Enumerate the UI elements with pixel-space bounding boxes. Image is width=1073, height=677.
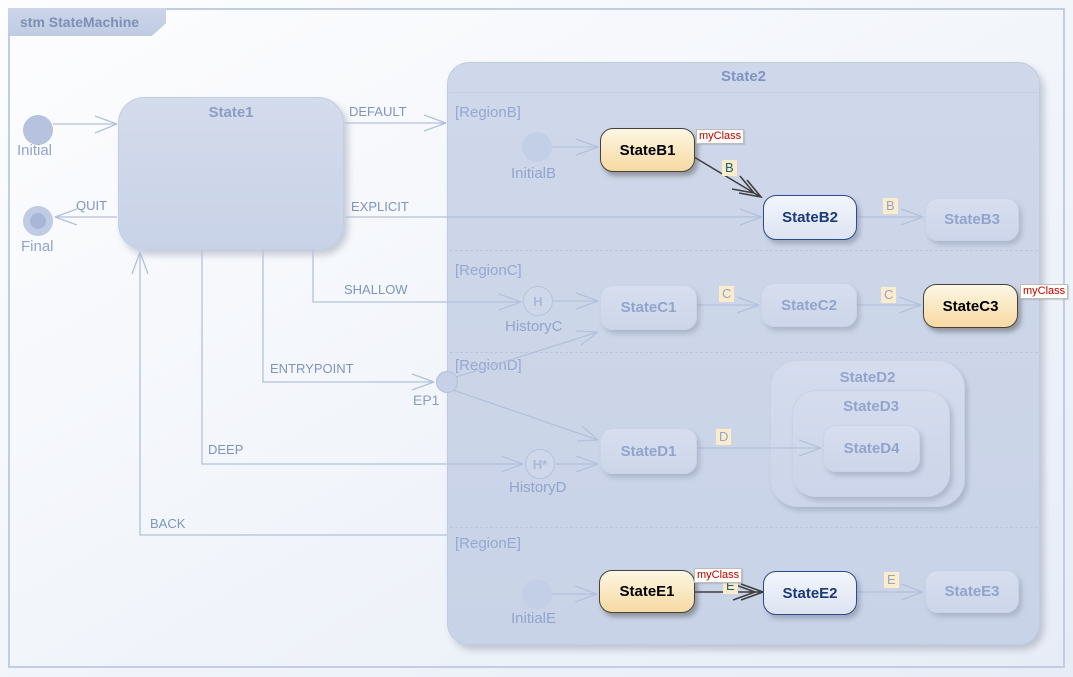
historyd-glyph: H* xyxy=(532,456,548,472)
transition-label-explicit[interactable]: EXPLICIT xyxy=(351,199,409,214)
state-c1[interactable]: StateC1 xyxy=(600,285,697,330)
diagram-frame xyxy=(8,8,1065,668)
state-b3-label: StateB3 xyxy=(944,211,1000,228)
historyd-node-label: HistoryD xyxy=(509,479,567,496)
initialb-node[interactable] xyxy=(522,132,552,162)
historyc-glyph: H xyxy=(533,293,543,309)
entrypoint-ep1-node[interactable] xyxy=(436,371,458,393)
region-label-d: [RegionD] xyxy=(455,357,522,374)
state-d1[interactable]: StateD1 xyxy=(600,428,697,474)
region-label-e: [RegionE] xyxy=(455,535,521,552)
state-e1[interactable]: StateE1 xyxy=(599,570,695,613)
state-e2[interactable]: StateE2 xyxy=(763,571,857,615)
stereotype-label-e1: myClass xyxy=(694,568,743,583)
state-d1-label: StateD1 xyxy=(620,442,677,460)
region-divider-c-d xyxy=(450,352,1038,353)
diagram-frame-tab: stm StateMachine xyxy=(8,8,166,36)
state-b1[interactable]: StateB1 xyxy=(600,128,695,172)
initial-node-label: Initial xyxy=(17,142,53,159)
state-b3[interactable]: StateB3 xyxy=(925,198,1019,241)
state-e2-label: StateE2 xyxy=(782,584,838,602)
state-b2-label: StateB2 xyxy=(782,209,838,226)
initiale-node-label: InitialE xyxy=(511,610,557,627)
state-b1-label: StateB1 xyxy=(619,141,676,159)
state-c2-label: StateC2 xyxy=(781,296,837,314)
transition-label-entrypoint[interactable]: ENTRYPOINT xyxy=(270,361,354,376)
initial-node[interactable] xyxy=(23,115,53,145)
state-e1-label: StateE1 xyxy=(619,583,675,600)
initiale-node[interactable] xyxy=(522,579,552,609)
transition-label-back[interactable]: BACK xyxy=(150,516,186,531)
ep1-node-label: EP1 xyxy=(413,392,440,408)
state-state1[interactable]: State1 xyxy=(118,97,344,250)
state-c3[interactable]: StateC3 xyxy=(923,284,1018,328)
state1-label: State1 xyxy=(208,104,254,121)
final-node-dot xyxy=(30,213,46,229)
event-label-e2-e3[interactable]: E xyxy=(884,572,899,588)
region-divider-b-c xyxy=(450,250,1038,251)
state-b2[interactable]: StateB2 xyxy=(763,195,857,240)
state-d2-label: StateD2 xyxy=(839,369,896,386)
event-label-c2-c3[interactable]: C xyxy=(881,287,897,303)
state-e3[interactable]: StateE3 xyxy=(925,570,1019,613)
initialb-node-label: InitialB xyxy=(511,165,557,182)
event-label-b2-b3[interactable]: B xyxy=(883,198,898,214)
state-e3-label: StateE3 xyxy=(944,583,1000,600)
historyd-node[interactable]: H* xyxy=(525,449,555,479)
transition-label-deep[interactable]: DEEP xyxy=(208,442,244,457)
final-node-label: Final xyxy=(21,238,54,255)
stereotype-label-b1: myClass xyxy=(696,129,745,144)
state-c3-label: StateC3 xyxy=(942,297,999,315)
event-label-d1-d4[interactable]: D xyxy=(716,429,732,445)
historyc-node-label: HistoryC xyxy=(505,318,563,335)
event-label-b1-b2[interactable]: B xyxy=(722,160,737,176)
stereotype-label-c3: myClass xyxy=(1020,284,1069,299)
diagram-title: stm StateMachine xyxy=(20,14,140,30)
transition-label-quit[interactable]: QUIT xyxy=(76,198,108,213)
state-d3-label: StateD3 xyxy=(843,398,899,415)
state-d4-label: StateD4 xyxy=(843,440,900,457)
final-node[interactable] xyxy=(23,206,53,236)
state2-title-separator xyxy=(449,92,1038,93)
transition-label-shallow[interactable]: SHALLOW xyxy=(344,282,408,297)
state-c1-label: StateC1 xyxy=(620,299,677,316)
region-label-c: [RegionC] xyxy=(455,262,522,279)
event-label-c1-c2[interactable]: C xyxy=(719,286,735,302)
historyc-node[interactable]: H xyxy=(523,286,553,316)
region-divider-d-e xyxy=(450,527,1038,528)
state-d4[interactable]: StateD4 xyxy=(823,425,920,472)
transition-label-default[interactable]: DEFAULT xyxy=(349,104,407,119)
state2-label: State2 xyxy=(720,68,767,85)
region-label-b: [RegionB] xyxy=(455,104,521,121)
state-c2[interactable]: StateC2 xyxy=(761,283,857,327)
